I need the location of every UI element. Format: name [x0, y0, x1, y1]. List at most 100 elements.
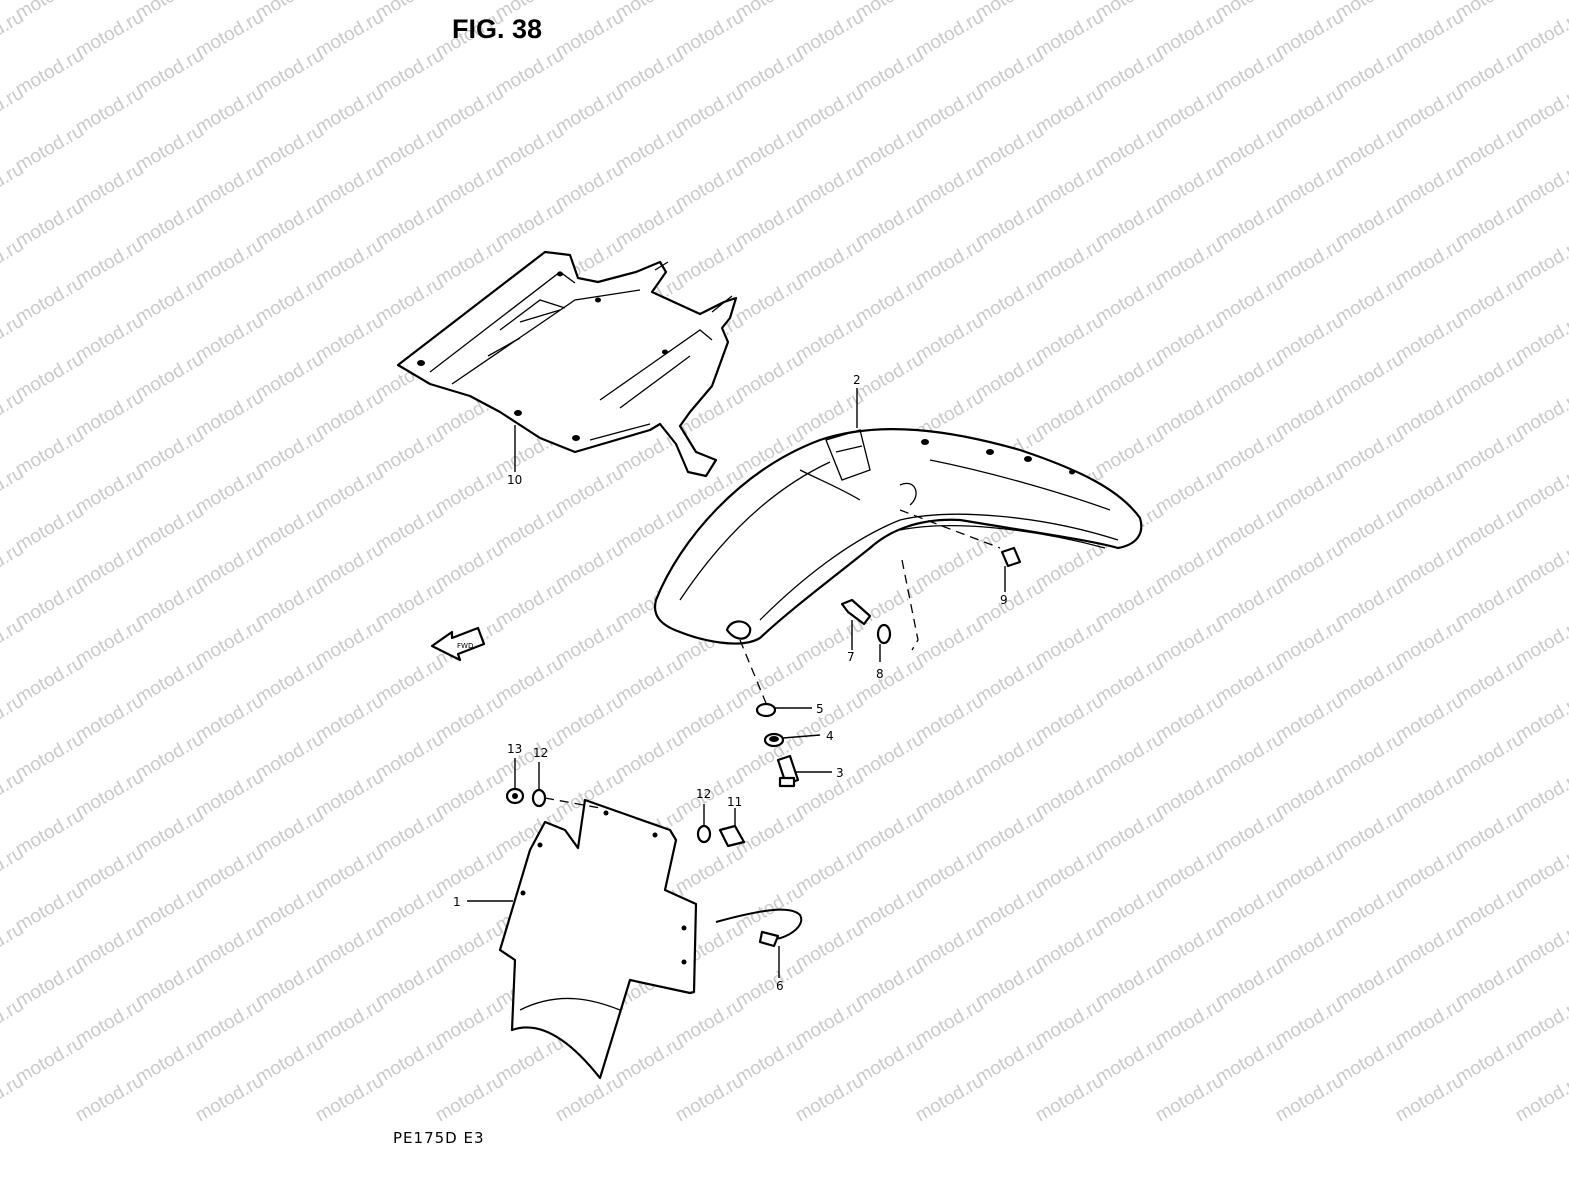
watermark-text: motod.ru [1032, 919, 1107, 975]
watermark-text: motod.ru [1392, 995, 1467, 1051]
watermark-text: motod.ru [1392, 311, 1467, 367]
watermark-text: motod.ru [672, 1071, 747, 1127]
watermark-text: motod.ru [1212, 273, 1287, 329]
watermark-text: motod.ru [672, 159, 747, 215]
watermark-text: motod.ru [1332, 501, 1407, 557]
watermark-text: motod.ru [1452, 45, 1527, 101]
watermark-text: motod.ru [612, 45, 687, 101]
watermark-text: motod.ru [552, 159, 627, 215]
watermark-text: motod.ru [312, 1071, 387, 1127]
watermark-text: motod.ru [792, 615, 867, 671]
watermark-text: motod.ru [12, 805, 87, 861]
watermark-text: motod.ru [732, 957, 807, 1013]
watermark-text: motod.ru [552, 7, 627, 63]
watermark-text: motod.ru [1332, 653, 1407, 709]
watermark-text: motod.ru [312, 995, 387, 1051]
watermark-text: motod.ru [1092, 273, 1167, 329]
watermark-text: motod.ru [192, 843, 267, 899]
part-2-front-fender [653, 388, 1143, 645]
watermark-text: motod.ru [1212, 121, 1287, 177]
watermark-text: motod.ru [732, 805, 807, 861]
watermark-text: motod.ru [552, 83, 627, 139]
watermark-text: motod.ru [192, 159, 267, 215]
model-code: PE175D E3 [393, 1129, 485, 1147]
callout-1: 1 [453, 895, 461, 909]
watermark-text: motod.ru [912, 311, 987, 367]
watermark-text: motod.ru [972, 805, 1047, 861]
watermark-text: motod.ru [1212, 349, 1287, 405]
watermark-text: motod.ru [852, 197, 927, 253]
watermark-text: motod.ru [1092, 1033, 1167, 1089]
watermark-text: motod.ru [372, 197, 447, 253]
watermark-text: motod.ru [852, 1033, 927, 1089]
watermark-text: motod.ru [1152, 387, 1227, 443]
watermark-text: motod.ru [432, 539, 507, 595]
watermark-text: motod.ru [1452, 501, 1527, 557]
callout-7: 7 [847, 650, 855, 664]
figure-title: FIG. 38 [452, 14, 543, 44]
watermark-text: motod.ru [1152, 843, 1227, 899]
part-10-rear-cover [396, 250, 738, 478]
watermark-text: motod.ru [432, 995, 507, 1051]
watermark-text: motod.ru [432, 919, 507, 975]
watermark-text: motod.ru [192, 995, 267, 1051]
watermark-text: motod.ru [1332, 349, 1407, 405]
watermark-text: motod.ru [1332, 881, 1407, 937]
watermark-text: motod.ru [1272, 1071, 1347, 1127]
watermark-text: motod.ru [1092, 729, 1167, 785]
watermark-text: motod.ru [492, 45, 567, 101]
watermark-text: motod.ru [672, 235, 747, 291]
watermark-text: motod.ru [252, 653, 327, 709]
watermark-text: motod.ru [1212, 197, 1287, 253]
watermark-text: motod.ru [492, 1033, 567, 1089]
watermark-text: motod.ru [192, 919, 267, 975]
watermark-text: motod.ru [672, 691, 747, 747]
watermark-text: motod.ru [372, 45, 447, 101]
watermark-text: motod.ru [192, 767, 267, 823]
watermark-text: motod.ru [72, 539, 147, 595]
watermark-text: motod.ru [12, 577, 87, 633]
watermark-text: motod.ru [492, 729, 567, 785]
watermark-text: motod.ru [912, 995, 987, 1051]
watermark-text: motod.ru [72, 387, 147, 443]
callout-13: 13 [507, 742, 522, 756]
watermark-text: motod.ru [252, 729, 327, 785]
watermark-text: motod.ru [372, 653, 447, 709]
callout-2: 2 [853, 373, 861, 387]
part-6-clamp [715, 908, 803, 978]
callout-9: 9 [1000, 593, 1008, 607]
watermark-text: motod.ru [132, 501, 207, 557]
watermark-text: motod.ru [1092, 653, 1167, 709]
watermark-text: motod.ru [12, 1033, 87, 1089]
watermark-text: motod.ru [1332, 197, 1407, 253]
watermark-text: motod.ru [192, 539, 267, 595]
watermark-text: motod.ru [1032, 7, 1107, 63]
watermark-text: motod.ru [972, 957, 1047, 1013]
watermark-text: motod.ru [252, 577, 327, 633]
watermark-text: motod.ru [72, 311, 147, 367]
watermark-text: motod.ru [252, 1033, 327, 1089]
watermark-text: motod.ru [972, 45, 1047, 101]
watermark-text: motod.ru [72, 843, 147, 899]
watermark-text: motod.ru [132, 881, 207, 937]
watermark-text: motod.ru [1452, 121, 1527, 177]
watermark-text: motod.ru [252, 273, 327, 329]
watermark-text: motod.ru [612, 501, 687, 557]
watermark-text: motod.ru [1152, 615, 1227, 671]
watermark-text: motod.ru [372, 121, 447, 177]
watermark-text: motod.ru [1452, 425, 1527, 481]
watermark-text: motod.ru [912, 159, 987, 215]
watermark-text: motod.ru [132, 729, 207, 785]
watermark-text: motod.ru [792, 843, 867, 899]
watermark-text: motod.ru [1212, 577, 1287, 633]
watermark-text: motod.ru [252, 121, 327, 177]
watermark-text: motod.ru [252, 501, 327, 557]
watermark-text: motod.ru [792, 7, 867, 63]
callout-10: 10 [507, 473, 522, 487]
watermark-text: motod.ru [312, 919, 387, 975]
watermark-text: motod.ru [732, 273, 807, 329]
hardware-lower [755, 702, 832, 788]
watermark-text: motod.ru [1392, 919, 1467, 975]
watermark-text: motod.ru [1452, 273, 1527, 329]
